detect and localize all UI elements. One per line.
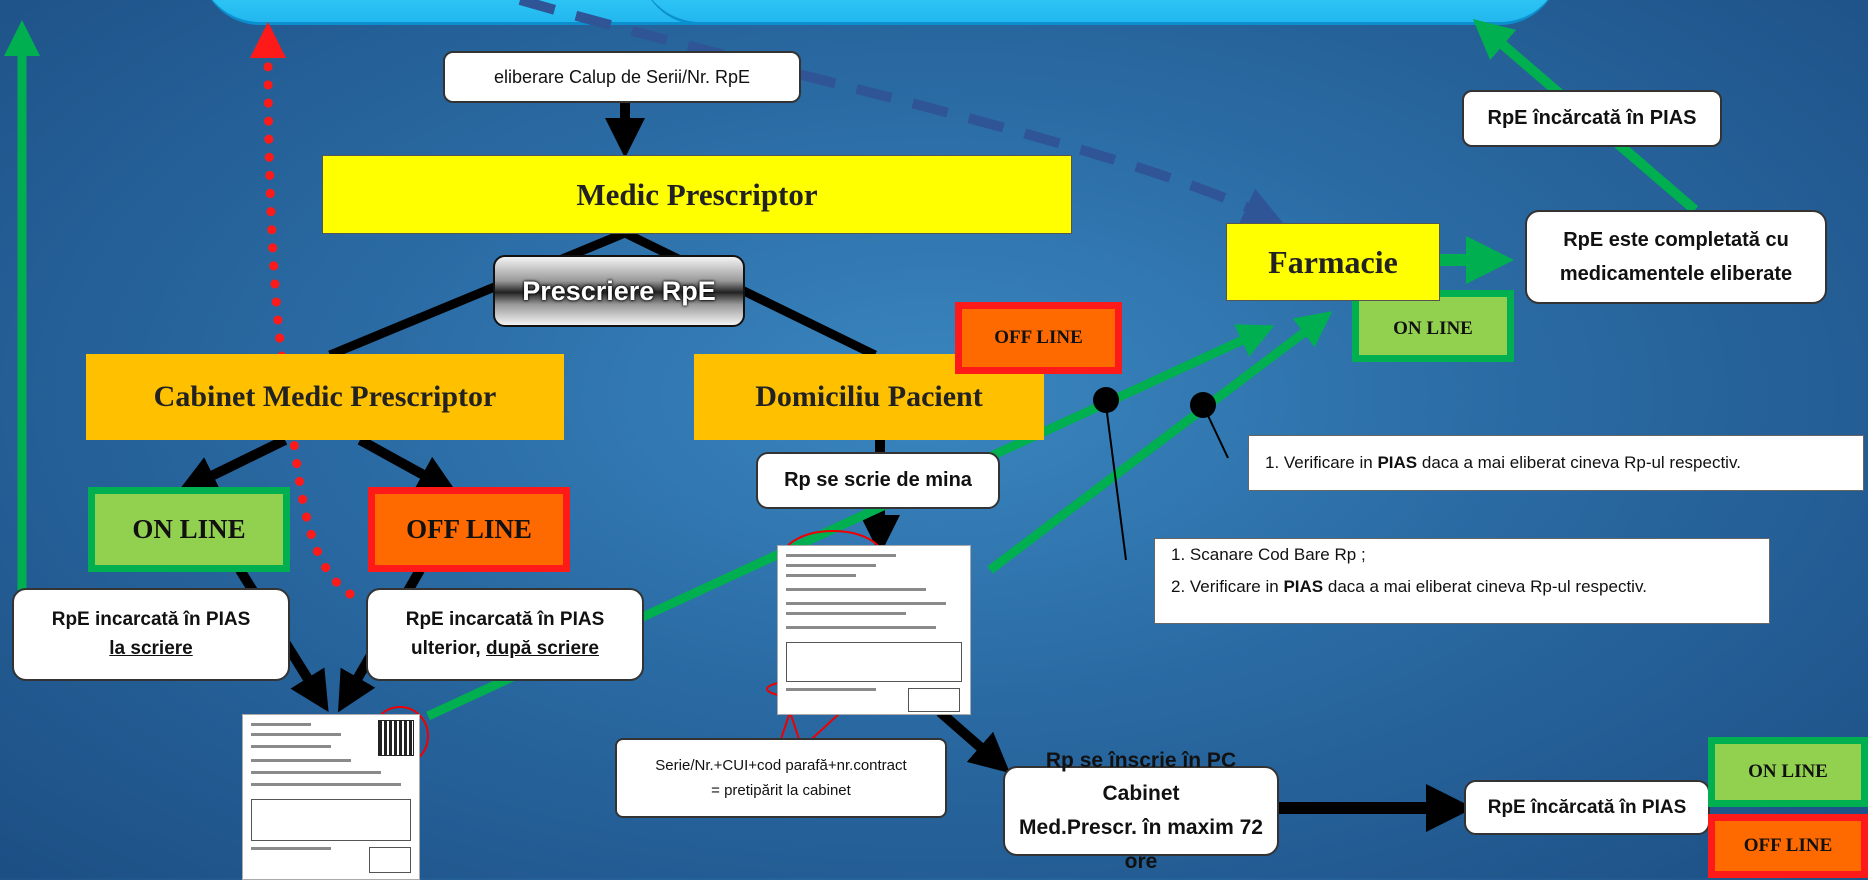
rpe-ulterior-line2: ulterior, după scriere (411, 635, 599, 664)
arrow-doc-to-pc (936, 708, 1011, 774)
rpe-ulterior-line2b: după scriere (485, 637, 599, 659)
rp-inscrie-pc-box: Rp se înscrie în PC Cabinet Med.Prescr. … (1003, 749, 1279, 873)
rp-inscrie-line2: Med.Prescr. în maxim 72 ore (1019, 816, 1263, 873)
highlight-pointer (777, 698, 856, 750)
prescription-doc-handwritten (777, 545, 971, 715)
green-arrow-doc-to-farmacie-2 (987, 311, 1333, 574)
note2-line2-prefix: 2. Verificare in (1171, 577, 1284, 597)
rpe-scriere-line2: la scriere (109, 637, 193, 659)
eliberare-box: eliberare Calup de Serii/Nr. RpE (443, 51, 801, 103)
note1-suffix: daca a mai eliberat cineva Rp-ul respect… (1417, 453, 1741, 472)
note2-line2-suffix: daca a mai eliberat cineva Rp-ul respect… (1323, 577, 1647, 597)
rpe-ulterior-line2a: ulterior, (411, 637, 486, 659)
medic-prescriptor-box: Medic Prescriptor (322, 155, 1072, 234)
note2-line1: 1. Scanare Cod Bare Rp ; (1171, 545, 1366, 564)
cabinet-medic-box: Cabinet Medic Prescriptor (86, 354, 564, 440)
arrow-to-online (177, 435, 288, 494)
note-scanare: 1. Scanare Cod Bare Rp ; 2. Verificare i… (1154, 538, 1770, 624)
serie-box: Serie/Nr.+CUI+cod parafă+nr.contract = p… (615, 738, 947, 818)
farmacie-box: Farmacie (1226, 223, 1440, 301)
rp-inscrie-line1: Rp se înscrie în PC Cabinet (1045, 748, 1237, 806)
rpe-ulterior-box: RpE incarcată în PIAS ulterior, după scr… (366, 588, 644, 681)
arrow-to-offline (357, 435, 458, 494)
dashed-arrow-to-farmacie (518, 0, 1284, 225)
rpe-incarcata-pias-bottom: RpE încărcată în PIAS (1464, 780, 1710, 835)
rp-mina-box: Rp se scrie de mina (756, 452, 1000, 509)
prescription-doc-qr (242, 714, 420, 880)
rpe-completata-box: RpE este completată cu medicamentele eli… (1525, 210, 1827, 304)
cloud-right (640, 0, 1560, 25)
rpe-ulterior-line1: RpE incarcată în PIAS (405, 609, 605, 630)
qr-code-icon (378, 720, 414, 756)
serie-line2: = pretipărit la cabinet (711, 782, 851, 799)
bottom-online-badge: ON LINE (1708, 737, 1868, 807)
cabinet-online-badge: ON LINE (88, 487, 290, 572)
note1-bold: PIAS (1377, 453, 1418, 472)
rpe-incarcata-pias-top: RpE încărcată în PIAS (1462, 90, 1722, 147)
note-verificare-pias: 1. Verificare in PIAS daca a mai elibera… (1248, 435, 1864, 491)
note1-prefix: 1. Verificare in (1265, 453, 1378, 472)
callout-dot-1 (1190, 392, 1216, 418)
prescriere-rpe-box: Prescriere RpE (493, 255, 745, 327)
cabinet-offline-badge: OFF LINE (368, 487, 570, 572)
serie-line1: Serie/Nr.+CUI+cod parafă+nr.contract (655, 756, 907, 774)
note2-line2-bold: PIAS (1283, 577, 1324, 597)
callout-line-2 (1105, 404, 1127, 561)
rpe-scriere-line1: RpE incarcată în PIAS (51, 609, 251, 630)
bottom-offline-badge: OFF LINE (1708, 814, 1868, 878)
rpe-scriere-box: RpE incarcată în PIAS la scriere (12, 588, 290, 681)
domiciliu-offline-badge: OFF LINE (955, 302, 1122, 374)
callout-dot-2 (1093, 387, 1119, 413)
note2-line2: 2. Verificare in PIAS daca a mai elibera… (1171, 571, 1647, 603)
branch-left (328, 228, 627, 360)
branch-right (623, 228, 877, 360)
